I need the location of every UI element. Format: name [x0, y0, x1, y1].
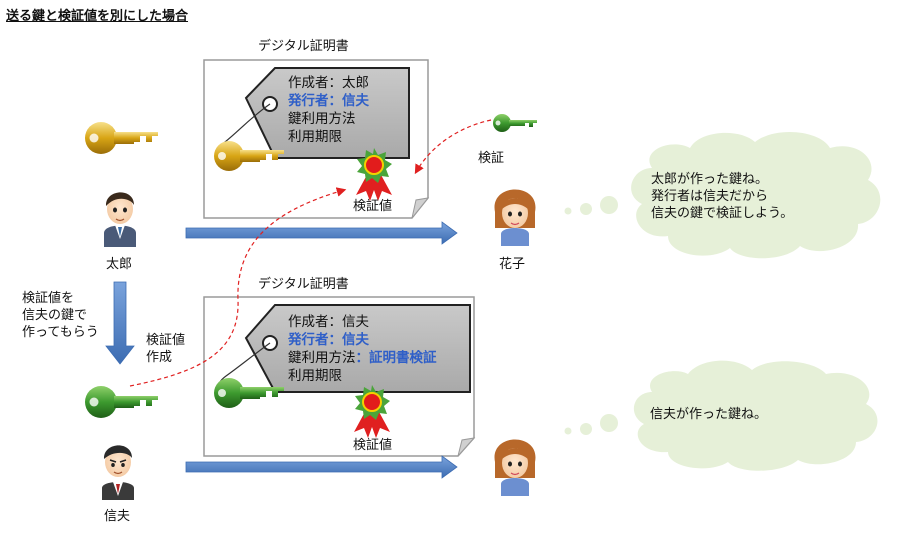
cert-top-line-usage: 鍵利用方法 — [288, 111, 356, 127]
request-label-line: 信夫の鍵で — [22, 308, 88, 323]
certificate-bottom — [203, 296, 476, 457]
tag-top — [244, 67, 410, 159]
thought-bubble-top — [564, 131, 881, 259]
cert-top-label: デジタル証明書 — [258, 39, 349, 54]
page-title: 送る鍵と検証値を別にした場合 — [6, 9, 189, 24]
create-label: 検証値 作成 — [146, 332, 185, 366]
cert-bottom-line-expiry: 利用期限 — [288, 368, 342, 384]
hanako-name: 花子 — [499, 257, 526, 272]
taro-name: 太郎 — [106, 257, 133, 272]
thought-bubble-bottom — [564, 360, 878, 471]
cert-bottom-tag-text: 作成者：信夫 発行者：信夫 鍵利用方法：証明書検証 利用期限 — [288, 313, 437, 385]
cert-top-line-issuer: 発行者：信夫 — [288, 93, 369, 109]
small-green-key-icon — [493, 114, 537, 132]
nobuo-avatar — [102, 445, 134, 500]
cert-bottom-line-creator: 作成者：信夫 — [288, 314, 369, 330]
green-key-icon — [214, 378, 284, 408]
cert-top-line-creator: 作成者：太郎 — [288, 75, 369, 91]
cert-top-seal-label: 検証値 — [353, 199, 393, 214]
cert-bottom-label: デジタル証明書 — [258, 277, 349, 292]
taro-avatar — [104, 192, 136, 247]
create-label-line: 検証値 — [146, 333, 186, 348]
dashed-arrow-verify — [414, 119, 492, 175]
dashed-arrow-create — [129, 187, 347, 387]
tag-bottom — [244, 304, 471, 393]
cert-top-line-expiry: 利用期限 — [288, 129, 342, 145]
request-arrow-down — [105, 281, 135, 365]
hanako-avatar-top — [494, 189, 536, 246]
cert-top-tag-text: 作成者：太郎 発行者：信夫 鍵利用方法 利用期限 — [288, 74, 369, 146]
thought-line: 太郎が作った鍵ね。 — [651, 172, 769, 187]
thought-line: 信夫が作った鍵ね。 — [650, 407, 768, 422]
thought-line: 発行者は信夫だから — [651, 189, 769, 204]
request-label: 検証値を 信夫の鍵で 作ってもらう — [22, 290, 99, 341]
cert-bottom-seal-label: 検証値 — [353, 438, 393, 453]
cert-bottom-usage-label: 鍵利用方法 — [288, 350, 356, 366]
gold-key-icon — [214, 141, 284, 171]
request-label-line: 検証値を — [22, 291, 75, 306]
send-arrow-top — [185, 221, 458, 245]
cert-bottom-line-issuer: 発行者：信夫 — [288, 332, 369, 348]
verify-label: 検証 — [478, 151, 505, 166]
thought-text-bottom: 信夫が作った鍵ね。 — [650, 406, 767, 423]
thought-line: 信夫の鍵で検証しよう。 — [651, 206, 794, 221]
seal-icon — [356, 148, 392, 201]
cert-bottom-line-usage: 鍵利用方法：証明書検証 — [288, 349, 437, 367]
thought-text-top: 太郎が作った鍵ね。 発行者は信夫だから 信夫の鍵で検証しよう。 — [651, 171, 793, 222]
request-label-line: 作ってもらう — [22, 325, 99, 340]
nobuo-green-key-icon — [85, 386, 158, 418]
taro-gold-key-icon — [85, 122, 158, 154]
create-label-line: 作成 — [146, 350, 173, 365]
certificate-top — [203, 59, 430, 219]
send-arrow-bottom — [185, 455, 458, 479]
nobuo-name: 信夫 — [104, 509, 131, 524]
hanako-avatar-bottom — [494, 439, 536, 496]
seal-icon — [354, 385, 390, 438]
cert-bottom-usage-value: ：証明書検証 — [355, 350, 437, 366]
